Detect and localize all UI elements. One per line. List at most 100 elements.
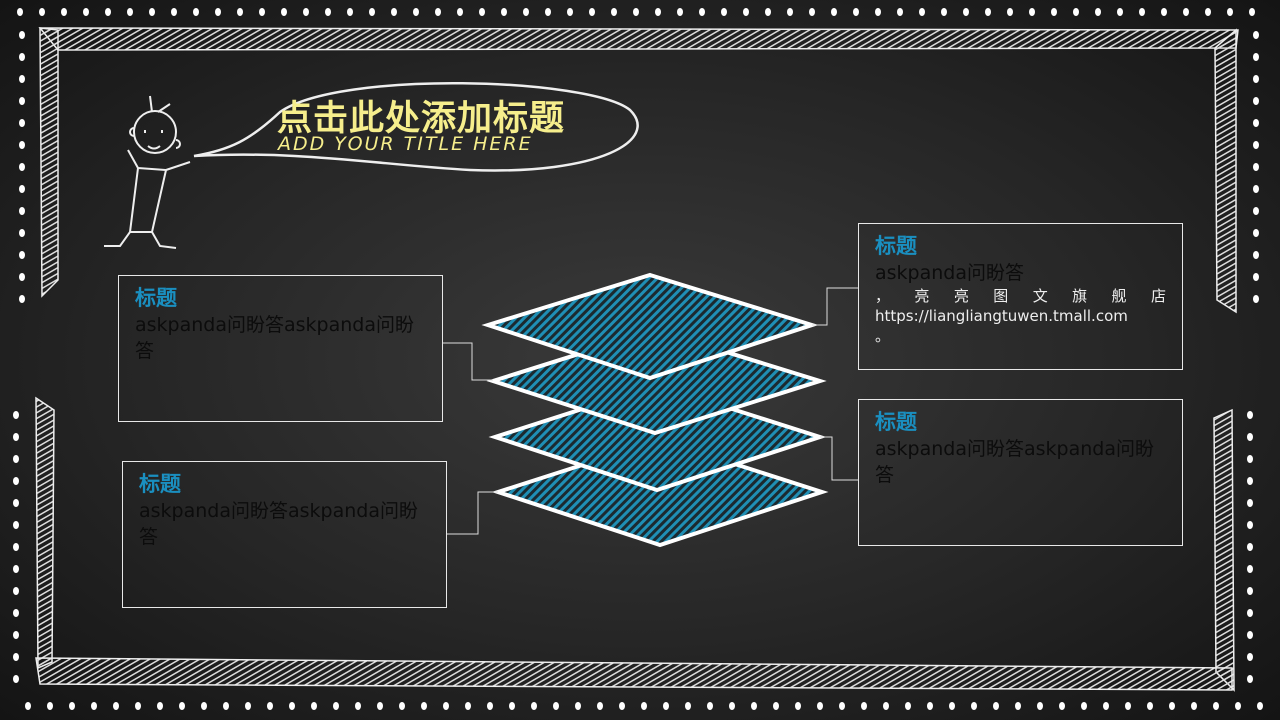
dot bbox=[1051, 8, 1057, 16]
dot bbox=[435, 8, 441, 16]
dot bbox=[215, 8, 221, 16]
dot bbox=[13, 455, 19, 463]
dot bbox=[1081, 702, 1087, 710]
dot bbox=[743, 8, 749, 16]
dot bbox=[817, 702, 823, 710]
dot bbox=[179, 702, 185, 710]
dot bbox=[1253, 207, 1259, 215]
dot bbox=[809, 8, 815, 16]
dot bbox=[19, 53, 25, 61]
text-box-left-bottom[interactable]: 标题 askpanda问盼答askpanda问盼答 bbox=[122, 461, 447, 608]
char: 舰 bbox=[1111, 287, 1127, 305]
dot bbox=[47, 702, 53, 710]
dot bbox=[1253, 295, 1259, 303]
dot bbox=[619, 702, 625, 710]
dot bbox=[575, 702, 581, 710]
chalk-frame bbox=[35, 27, 1239, 692]
dot bbox=[1169, 702, 1175, 710]
dot bbox=[13, 499, 19, 507]
dot bbox=[1257, 702, 1263, 710]
dot bbox=[1125, 702, 1131, 710]
layer-2 bbox=[486, 327, 827, 436]
dot bbox=[919, 8, 925, 16]
shop-url[interactable]: https://liangliangtuwen.tmall.com bbox=[875, 307, 1128, 325]
dot bbox=[1253, 273, 1259, 281]
dot bbox=[545, 8, 551, 16]
dot bbox=[19, 163, 25, 171]
dot bbox=[721, 8, 727, 16]
dot bbox=[479, 8, 485, 16]
box-body: askpanda问盼答 bbox=[875, 262, 1024, 284]
dot bbox=[501, 8, 507, 16]
char: 文 bbox=[1032, 287, 1048, 305]
dot bbox=[853, 8, 859, 16]
dot bbox=[399, 702, 405, 710]
dot bbox=[91, 702, 97, 710]
slide-subtitle[interactable]: ADD YOUR TITLE HERE bbox=[278, 133, 533, 155]
dot bbox=[19, 295, 25, 303]
dot bbox=[971, 702, 977, 710]
char: ， bbox=[875, 287, 891, 305]
dot bbox=[149, 8, 155, 16]
dot bbox=[531, 702, 537, 710]
dot bbox=[1247, 675, 1253, 683]
dot bbox=[19, 251, 25, 259]
dot bbox=[1007, 8, 1013, 16]
char: 旗 bbox=[1072, 287, 1088, 305]
dot bbox=[1247, 411, 1253, 419]
dot bbox=[13, 477, 19, 485]
dot bbox=[1015, 702, 1021, 710]
dot bbox=[487, 702, 493, 710]
dot bbox=[1103, 702, 1109, 710]
dot bbox=[1253, 141, 1259, 149]
dot bbox=[245, 702, 251, 710]
dot bbox=[641, 702, 647, 710]
dot bbox=[19, 273, 25, 281]
dot bbox=[663, 702, 669, 710]
dot bbox=[897, 8, 903, 16]
dot bbox=[355, 702, 361, 710]
text-box-right-top[interactable]: 标题 askpanda问盼答 ，亮亮图文旗舰店 https://lianglia… bbox=[858, 223, 1183, 370]
dot bbox=[347, 8, 353, 16]
dot bbox=[1253, 31, 1259, 39]
dot bbox=[1247, 609, 1253, 617]
dot bbox=[1253, 229, 1259, 237]
dot bbox=[861, 702, 867, 710]
layer-diagram bbox=[481, 272, 829, 548]
dot bbox=[787, 8, 793, 16]
dot bbox=[13, 521, 19, 529]
dot bbox=[553, 702, 559, 710]
dot bbox=[729, 702, 735, 710]
dot-border bbox=[13, 8, 1263, 710]
dot bbox=[699, 8, 705, 16]
dot bbox=[325, 8, 331, 16]
dot bbox=[19, 207, 25, 215]
dot bbox=[1253, 163, 1259, 171]
dot bbox=[765, 8, 771, 16]
dot bbox=[1147, 702, 1153, 710]
dot bbox=[1247, 499, 1253, 507]
dot bbox=[677, 8, 683, 16]
dot bbox=[1161, 8, 1167, 16]
slide-title[interactable]: 点击此处添加标题 bbox=[277, 99, 566, 139]
dot bbox=[523, 8, 529, 16]
char: 图 bbox=[993, 287, 1009, 305]
dot bbox=[69, 702, 75, 710]
dot bbox=[193, 8, 199, 16]
text-box-right-bottom[interactable]: 标题 askpanda问盼答askpanda问盼答 bbox=[858, 399, 1183, 546]
dot bbox=[465, 702, 471, 710]
text-box-left-top[interactable]: 标题 askpanda问盼答askpanda问盼答 bbox=[118, 275, 443, 422]
dot bbox=[135, 702, 141, 710]
dot bbox=[1247, 587, 1253, 595]
sentence-end: 。 bbox=[875, 327, 891, 345]
dot bbox=[83, 8, 89, 16]
dot bbox=[1029, 8, 1035, 16]
dot bbox=[1247, 477, 1253, 485]
dot bbox=[905, 702, 911, 710]
dot bbox=[201, 702, 207, 710]
dot bbox=[751, 702, 757, 710]
dot bbox=[875, 8, 881, 16]
dot bbox=[963, 8, 969, 16]
